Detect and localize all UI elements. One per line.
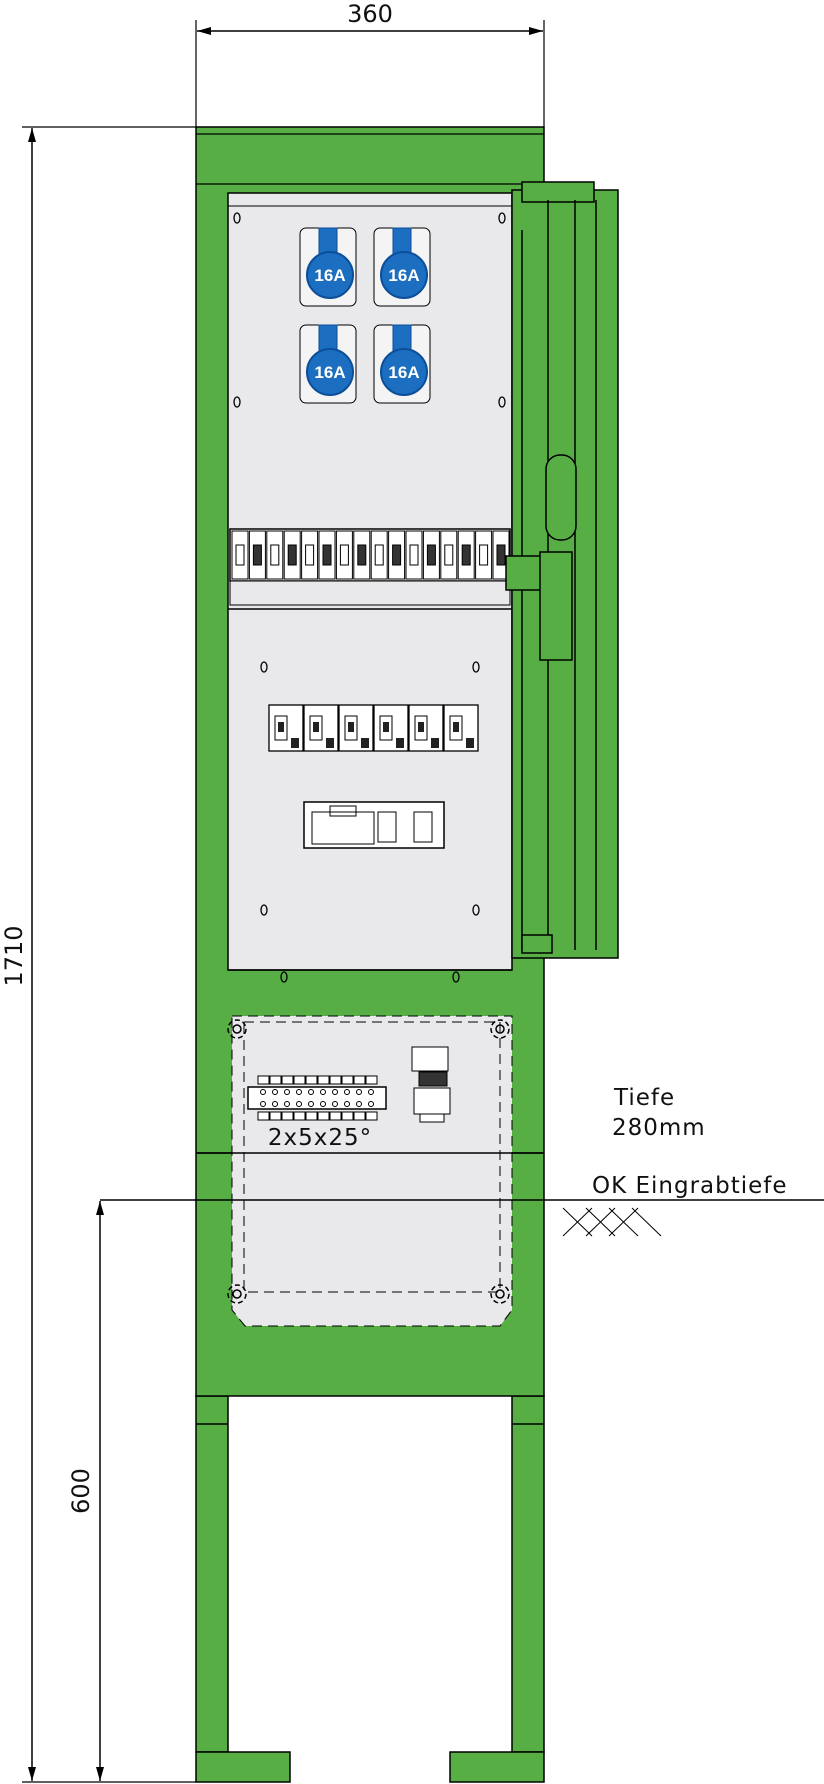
breaker-module	[440, 530, 458, 580]
door-handle	[505, 555, 543, 591]
width-dimension: 360	[195, 0, 545, 127]
breaker-module	[231, 530, 249, 580]
terminal-screw	[344, 1101, 350, 1107]
terminal-cap	[317, 1111, 330, 1121]
right-foot	[449, 1751, 545, 1783]
terminal-cap	[281, 1075, 294, 1085]
mcb-breaker	[303, 704, 339, 752]
mcb-breaker	[338, 704, 374, 752]
terminal-screw	[320, 1101, 326, 1107]
terminal-cap	[329, 1075, 342, 1085]
breaker-module	[422, 530, 440, 580]
breaker-module	[388, 530, 406, 580]
socket-16a-4: 16A	[373, 324, 431, 404]
socket-rating: 16A	[314, 266, 345, 285]
terminal-screw	[356, 1101, 362, 1107]
terminal-cap	[353, 1111, 366, 1121]
terminal-cap	[305, 1111, 318, 1121]
breaker-module	[318, 530, 336, 580]
mcb-breaker	[268, 704, 304, 752]
terminal-cap	[293, 1075, 306, 1085]
terminal-screw	[272, 1101, 278, 1107]
terminal-cap	[353, 1075, 366, 1085]
socket-rating: 16A	[314, 363, 345, 382]
terminal-cap	[341, 1075, 354, 1085]
terminal-cap	[257, 1111, 270, 1121]
breaker-module	[492, 530, 510, 580]
terminal-cap	[329, 1111, 342, 1121]
breaker-module	[405, 530, 423, 580]
socket-rating: 16A	[388, 266, 419, 285]
breaker-module	[248, 530, 266, 580]
socket-16a-2: 16A	[373, 227, 431, 307]
terminal-screw	[320, 1089, 326, 1095]
breaker-module	[370, 530, 388, 580]
terminal-screw	[308, 1089, 314, 1095]
terminal-cap	[341, 1111, 354, 1121]
terminal-screw	[356, 1089, 362, 1095]
terminal-screw	[344, 1089, 350, 1095]
depth-title: Tiefe	[613, 1085, 675, 1111]
breaker-module	[353, 530, 371, 580]
burial-dimension: 600	[67, 1201, 104, 1781]
ground-level: OK Eingrabtiefe	[100, 1173, 824, 1237]
left-foot	[195, 1751, 291, 1783]
soil-hatch-icon	[562, 1207, 662, 1237]
socket-16a-1: 16A	[299, 227, 357, 307]
mcb-row	[268, 704, 479, 752]
breaker-module	[457, 530, 475, 580]
legs	[195, 1395, 545, 1783]
height-dimension: 1710	[0, 126, 196, 1783]
socket-rating: 16A	[388, 363, 419, 382]
terminal-block-label: 2x5x25°	[268, 1125, 372, 1151]
terminal-screw	[296, 1089, 302, 1095]
terminal-cap	[305, 1075, 318, 1085]
small-terminal	[411, 1046, 451, 1123]
terminal-cap	[269, 1111, 282, 1121]
terminal-block	[247, 1075, 387, 1121]
terminal-cap	[281, 1111, 294, 1121]
rcd-unit	[303, 801, 445, 849]
mcb-breaker	[443, 704, 479, 752]
terminal-screw	[284, 1089, 290, 1095]
terminal-cap	[365, 1111, 378, 1121]
breaker-row-top	[229, 528, 511, 606]
mcb-breaker	[373, 704, 409, 752]
terminal-screw	[284, 1101, 290, 1107]
width-label: 360	[347, 0, 393, 28]
terminal-cap	[269, 1075, 282, 1085]
terminal-screw	[368, 1101, 374, 1107]
door	[505, 181, 619, 959]
terminal-screw	[368, 1089, 374, 1095]
ground-level-label: OK Eingrabtiefe	[592, 1173, 788, 1199]
breaker-module	[335, 530, 353, 580]
terminal-screw	[260, 1101, 266, 1107]
breaker-module	[475, 530, 493, 580]
connection-box: 2x5x25°	[196, 1015, 544, 1327]
breaker-module	[266, 530, 284, 580]
socket-16a-3: 16A	[299, 324, 357, 404]
terminal-cap	[317, 1075, 330, 1085]
terminal-screw	[308, 1101, 314, 1107]
terminal-screw	[272, 1089, 278, 1095]
terminal-screw	[332, 1089, 338, 1095]
burial-depth-label: 600	[67, 1468, 95, 1514]
depth-value: 280mm	[612, 1115, 706, 1141]
terminal-cap	[365, 1075, 378, 1085]
breaker-module	[301, 530, 319, 580]
terminal-cap	[293, 1111, 306, 1121]
height-label: 1710	[0, 925, 28, 986]
terminal-cap	[257, 1075, 270, 1085]
terminal-screw	[296, 1101, 302, 1107]
mcb-breaker	[408, 704, 444, 752]
breaker-module	[283, 530, 301, 580]
terminal-screw	[260, 1089, 266, 1095]
terminal-screw	[332, 1101, 338, 1107]
